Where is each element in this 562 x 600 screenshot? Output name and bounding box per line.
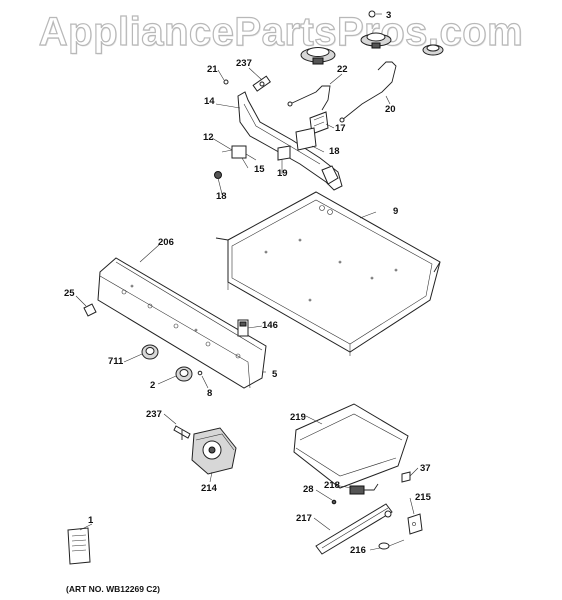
label-part-218: 218: [324, 480, 340, 491]
bracket-part-146[interactable]: [237, 319, 249, 337]
clip-part-37[interactable]: [401, 471, 411, 483]
knob-part-18[interactable]: [214, 171, 222, 179]
screw-part-28[interactable]: [331, 499, 337, 505]
burner-head-left[interactable]: [300, 47, 336, 65]
label-part-18-right: 18: [329, 146, 340, 157]
label-part-216: 216: [350, 545, 366, 556]
label-part-214: 214: [201, 483, 218, 494]
screw-part-8[interactable]: [197, 370, 203, 376]
bracket-part-19[interactable]: [277, 145, 291, 161]
label-part-219: 219: [290, 412, 306, 423]
label-part-9: 9: [393, 206, 398, 217]
burner-head-center[interactable]: [360, 32, 392, 49]
label-part-25: 25: [64, 288, 75, 299]
label-part-8: 8: [207, 388, 212, 399]
label-part-14: 14: [204, 96, 215, 107]
knob-part-2[interactable]: [175, 366, 193, 382]
burner-shield-219[interactable]: [293, 403, 409, 489]
watermark: AppliancePartsPros.com: [38, 9, 524, 54]
bracket-part-18-right[interactable]: [295, 127, 317, 151]
label-part-20: 20: [385, 104, 396, 115]
igniter-part-218[interactable]: [349, 483, 379, 495]
label-part-237-top: 237: [236, 58, 252, 69]
label-part-37: 37: [420, 463, 431, 474]
pipe-nipple-part-237[interactable]: [173, 425, 191, 440]
burner-tube-217[interactable]: [315, 503, 393, 555]
label-part-215: 215: [415, 492, 432, 503]
base-pan[interactable]: [215, 191, 441, 356]
screw-part-3[interactable]: [368, 10, 376, 18]
label-part-1: 1: [88, 515, 94, 526]
pressure-regulator[interactable]: [191, 427, 237, 475]
label-part-19: 19: [277, 168, 288, 179]
label-part-28: 28: [303, 484, 314, 495]
label-part-711: 711: [108, 356, 124, 367]
label-part-237-bottom: 237: [146, 409, 162, 420]
callout-labels: 3 237 21 22 14 20 17 12 18 15 19 18 9 20…: [64, 10, 432, 594]
art-number-caption: (ART NO. WB12269 C2): [66, 584, 160, 594]
screw-part-21[interactable]: [223, 79, 229, 85]
clip-part-25[interactable]: [83, 303, 97, 317]
label-part-22: 22: [337, 64, 348, 75]
label-part-3: 3: [386, 10, 391, 21]
label-part-5: 5: [272, 369, 278, 380]
bracket-part-215[interactable]: [407, 513, 423, 535]
label-part-146: 146: [262, 320, 278, 331]
burner-tube-22[interactable]: [289, 85, 331, 111]
knob-part-711[interactable]: [141, 344, 159, 360]
label-part-18-left: 18: [216, 191, 227, 202]
label-part-2: 2: [150, 380, 155, 391]
leader-lines: [75, 13, 419, 551]
label-part-15: 15: [254, 164, 265, 175]
label-part-217: 217: [296, 513, 312, 524]
burner-head-right[interactable]: [422, 44, 444, 56]
manifold-panel[interactable]: [97, 257, 267, 389]
label-part-17: 17: [335, 123, 346, 134]
gas-manifold[interactable]: [237, 75, 343, 191]
valve-part-15[interactable]: [221, 145, 257, 161]
label-part-12: 12: [203, 132, 214, 143]
burner-tube-20[interactable]: [341, 61, 397, 121]
literature-part-1[interactable]: [67, 527, 91, 565]
label-part-21: 21: [207, 64, 218, 75]
label-part-206: 206: [158, 237, 174, 248]
spring-part-216[interactable]: [378, 539, 405, 550]
